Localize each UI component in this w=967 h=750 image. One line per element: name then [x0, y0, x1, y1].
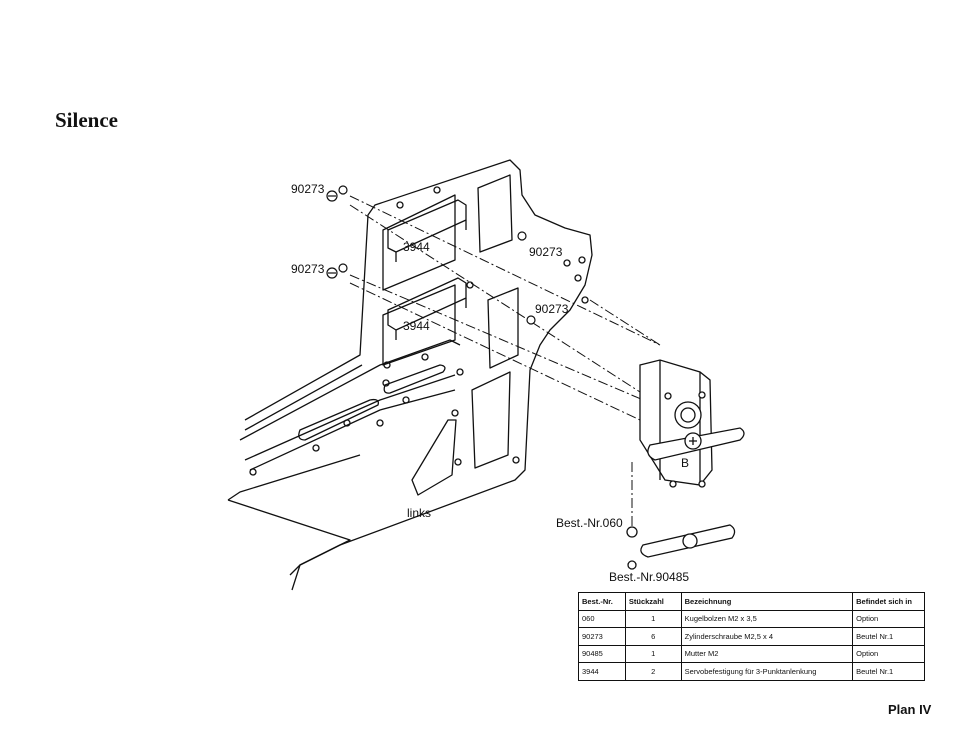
label-screw-2: 90273: [291, 262, 325, 276]
frame-window: [487, 287, 519, 369]
table-row: 3944 2 Servobefestigung für 3-Punktanlen…: [578, 662, 925, 681]
frame-window: [382, 284, 456, 366]
table-cell: Kugelbolzen M2 x 3,5: [680, 609, 854, 628]
table-cell: Zylinderschraube M2,5 x 4: [680, 627, 854, 646]
table-cell: 2: [624, 662, 682, 681]
frame-window: [471, 371, 511, 469]
label-servo: B: [681, 456, 689, 470]
screw-icon: [517, 231, 527, 241]
screw-icon: [338, 263, 348, 273]
table-cell: Option: [852, 609, 925, 628]
table-cell: Beutel Nr.1: [852, 627, 925, 646]
frame-window: [477, 174, 513, 253]
label-side: links: [407, 506, 431, 520]
label-screw-1: 90273: [291, 182, 325, 196]
table-cell: Servobefestigung für 3-Punktanlenkung: [680, 662, 854, 681]
label-mount-1: 3944: [403, 240, 430, 254]
table-cell: 1: [624, 644, 682, 663]
frame-window: [382, 194, 456, 291]
table-cell: Option: [852, 644, 925, 663]
table-cell: 90273: [578, 627, 626, 646]
table-cell: 90485: [578, 644, 626, 663]
nut: [627, 560, 637, 570]
table-row: 90273 6 Zylinderschraube M2,5 x 4 Beutel…: [578, 627, 925, 646]
screw-icon: [338, 185, 348, 195]
table-row: 90485 1 Mutter M2 Option: [578, 644, 925, 663]
table-cell: 3944: [578, 662, 626, 681]
page-footer: Plan IV: [888, 702, 932, 717]
label-screw-4: 90273: [535, 302, 569, 316]
column-header: Best.-Nr.: [578, 592, 626, 611]
parts-table: Best.-Nr. Stückzahl Bezeichnung Befindet…: [578, 592, 925, 681]
screw-icon: [326, 267, 338, 279]
column-header: Stückzahl: [624, 592, 682, 611]
ball-joint: [626, 526, 638, 538]
label-mount-2: 3944: [403, 319, 430, 333]
screw-icon: [326, 190, 338, 202]
column-header: Bezeichnung: [680, 592, 854, 611]
table-cell: Beutel Nr.1: [852, 662, 925, 681]
label-screw-3: 90273: [529, 245, 563, 259]
table-cell: Mutter M2: [680, 644, 854, 663]
table-row: 060 1 Kugelbolzen M2 x 3,5 Option: [578, 609, 925, 628]
frame-slot: [383, 364, 446, 394]
page-title: Silence: [55, 108, 118, 132]
table-cell: 1: [624, 609, 682, 628]
screw-icon: [526, 315, 536, 325]
servo-assembly: [626, 359, 745, 570]
table-cell: 060: [578, 609, 626, 628]
column-header: Befindet sich in: [852, 592, 925, 611]
side-frame-plate: [244, 159, 593, 576]
frame-slot: [298, 398, 379, 441]
label-ball-joint: Best.-Nr.060: [556, 516, 623, 530]
label-nut: Best.-Nr.90485: [609, 570, 689, 584]
frame-window: [411, 419, 457, 496]
table-cell: 6: [624, 627, 682, 646]
table-header-row: Best.-Nr. Stückzahl Bezeichnung Befindet…: [578, 592, 925, 611]
servo-body: [639, 359, 713, 486]
